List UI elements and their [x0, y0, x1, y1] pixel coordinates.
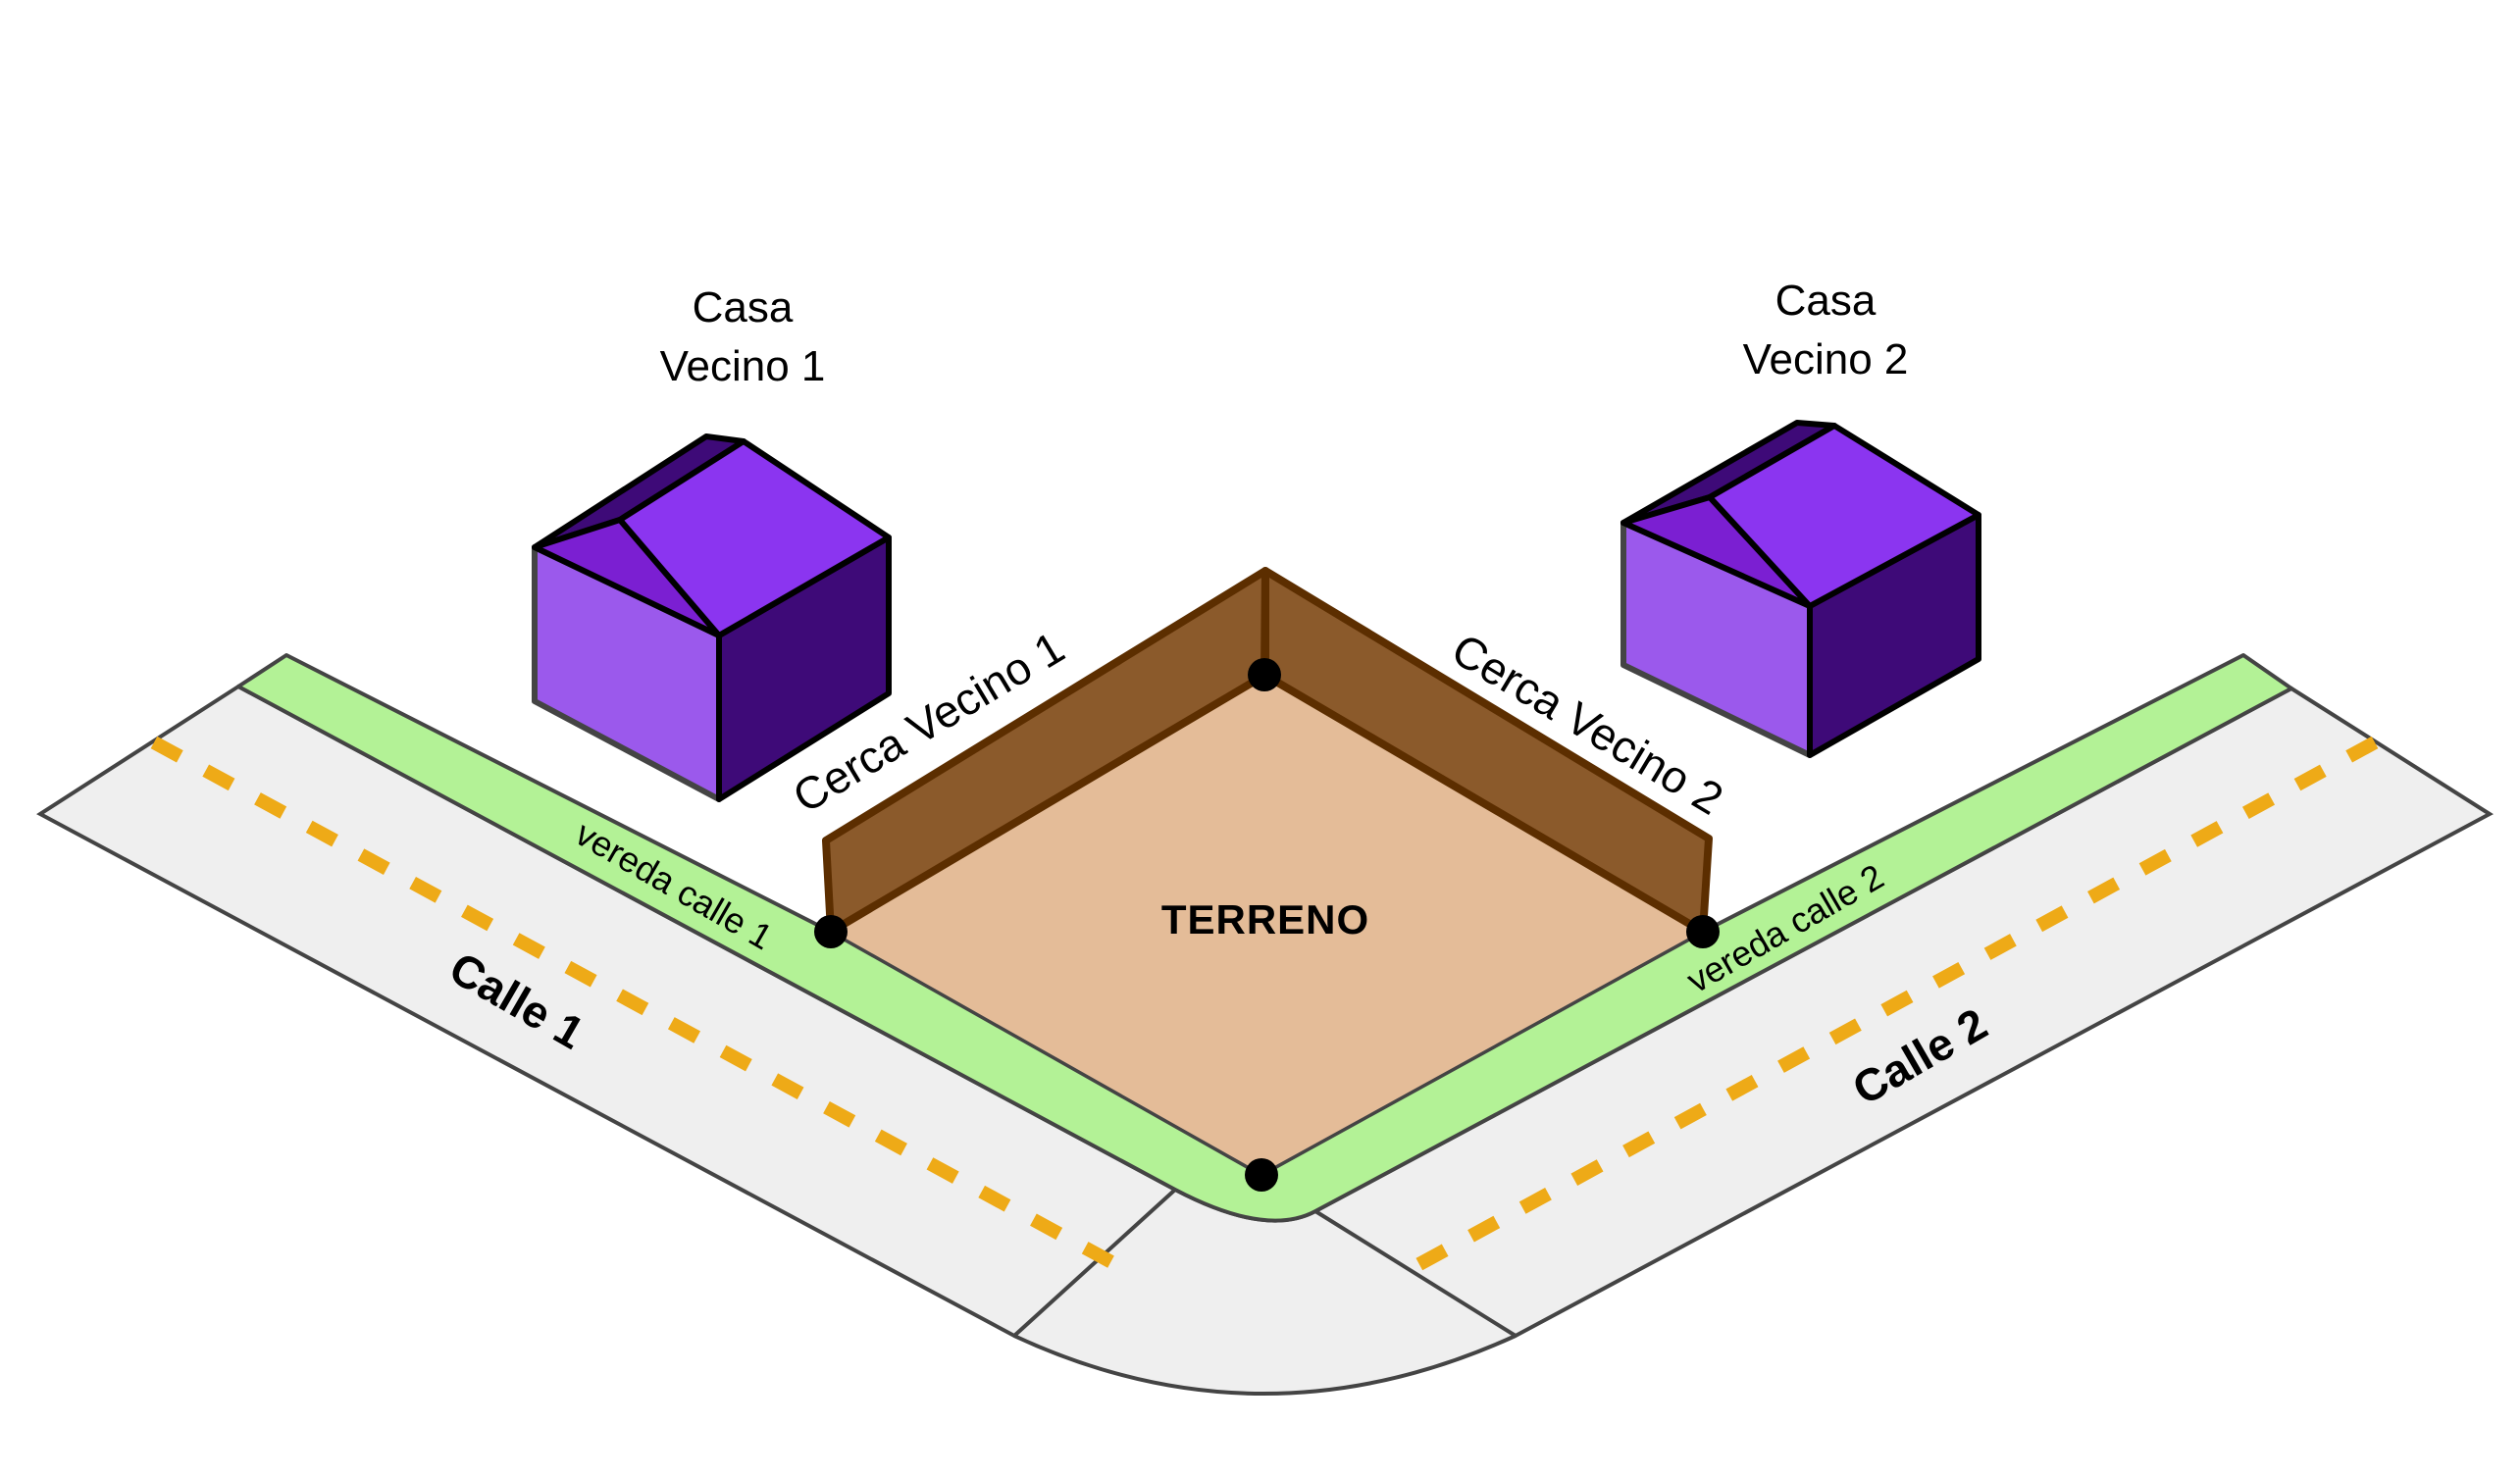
street-2-corner-divider	[1313, 1209, 1517, 1338]
lot-corner-markers	[814, 658, 1720, 1192]
house-1-label-line2: Vecino 1	[660, 342, 826, 390]
street-1-center-line	[150, 736, 1130, 1277]
street-2-center-line	[1405, 736, 2379, 1277]
house-neighbor-1: Casa Vecino 1	[532, 283, 892, 802]
sidewalk-surface	[236, 653, 2293, 1223]
streets	[36, 684, 2494, 1396]
house-2-label-line1: Casa	[1775, 277, 1877, 325]
street-1-corner-divider	[1012, 1188, 1177, 1338]
house-2-label-line2: Vecino 2	[1743, 335, 1909, 383]
corner-marker-top	[1248, 658, 1281, 691]
corner-marker-bottom	[1245, 1158, 1278, 1192]
corner-marker-left	[814, 915, 848, 948]
lot-label: TERRENO	[1161, 896, 1369, 942]
corner-marker-right	[1686, 915, 1720, 948]
house-neighbor-2: Casa Vecino 2	[1620, 277, 1981, 758]
sidewalks	[236, 653, 2293, 1223]
house-1-roof	[617, 438, 892, 638]
house-2-roof	[1707, 423, 1981, 609]
house-1-label-line1: Casa	[693, 283, 794, 331]
